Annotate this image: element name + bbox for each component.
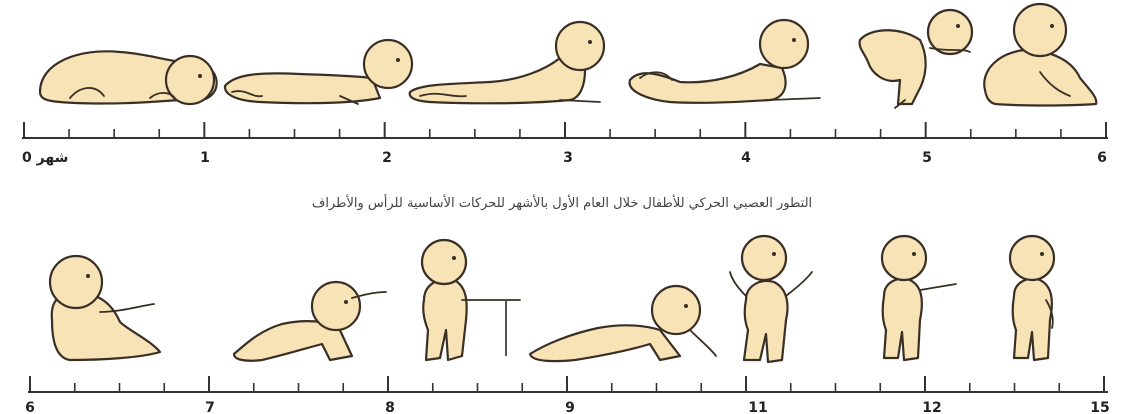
baby-prone-legs-raised xyxy=(630,20,820,103)
bottom-axis-labels: 6 7 8 9 11 12 15 xyxy=(25,400,1110,414)
baby-standing-alone xyxy=(882,236,956,360)
baby-walking-first-steps xyxy=(730,236,812,362)
bottom-axis-label-3: 9 xyxy=(565,400,575,414)
top-axis-labels: شهر 0 1 2 3 4 5 6 xyxy=(22,150,1107,166)
top-axis-label-4: 4 xyxy=(741,150,751,166)
baby-sitting-alone xyxy=(50,256,160,360)
top-axis-label-1: 1 xyxy=(200,150,210,166)
baby-pulled-to-sit xyxy=(860,10,972,108)
bottom-axis-label-6: 15 xyxy=(1090,400,1109,414)
baby-prone-chin-up xyxy=(225,40,412,104)
baby-prone-chest-up xyxy=(410,22,604,103)
diagram-caption: التطور العصبي الحركي للأطفال خلال العام … xyxy=(0,196,1124,211)
bottom-axis-label-2: 8 xyxy=(385,400,395,414)
baby-crawling-creeping xyxy=(530,286,716,361)
top-age-axis xyxy=(22,122,1108,138)
baby-lying-prone-curled xyxy=(40,51,217,104)
baby-walking-alone xyxy=(1010,236,1054,360)
bottom-axis-label-5: 12 xyxy=(922,400,941,414)
top-axis-label-5: 5 xyxy=(922,150,932,166)
top-axis-label-2: 2 xyxy=(382,150,392,166)
bottom-axis-label-4: 11 xyxy=(748,400,767,414)
baby-crawling xyxy=(234,282,386,361)
bottom-age-axis xyxy=(28,376,1108,392)
bottom-axis-label-0: 6 xyxy=(25,400,35,414)
baby-sitting-supported xyxy=(984,4,1096,106)
top-axis-label-3: 3 xyxy=(563,150,573,166)
bottom-axis-label-1: 7 xyxy=(205,400,215,414)
baby-standing-holding-support xyxy=(422,240,520,360)
top-axis-label-0: شهر 0 xyxy=(22,150,68,166)
top-axis-label-6: 6 xyxy=(1097,150,1107,166)
